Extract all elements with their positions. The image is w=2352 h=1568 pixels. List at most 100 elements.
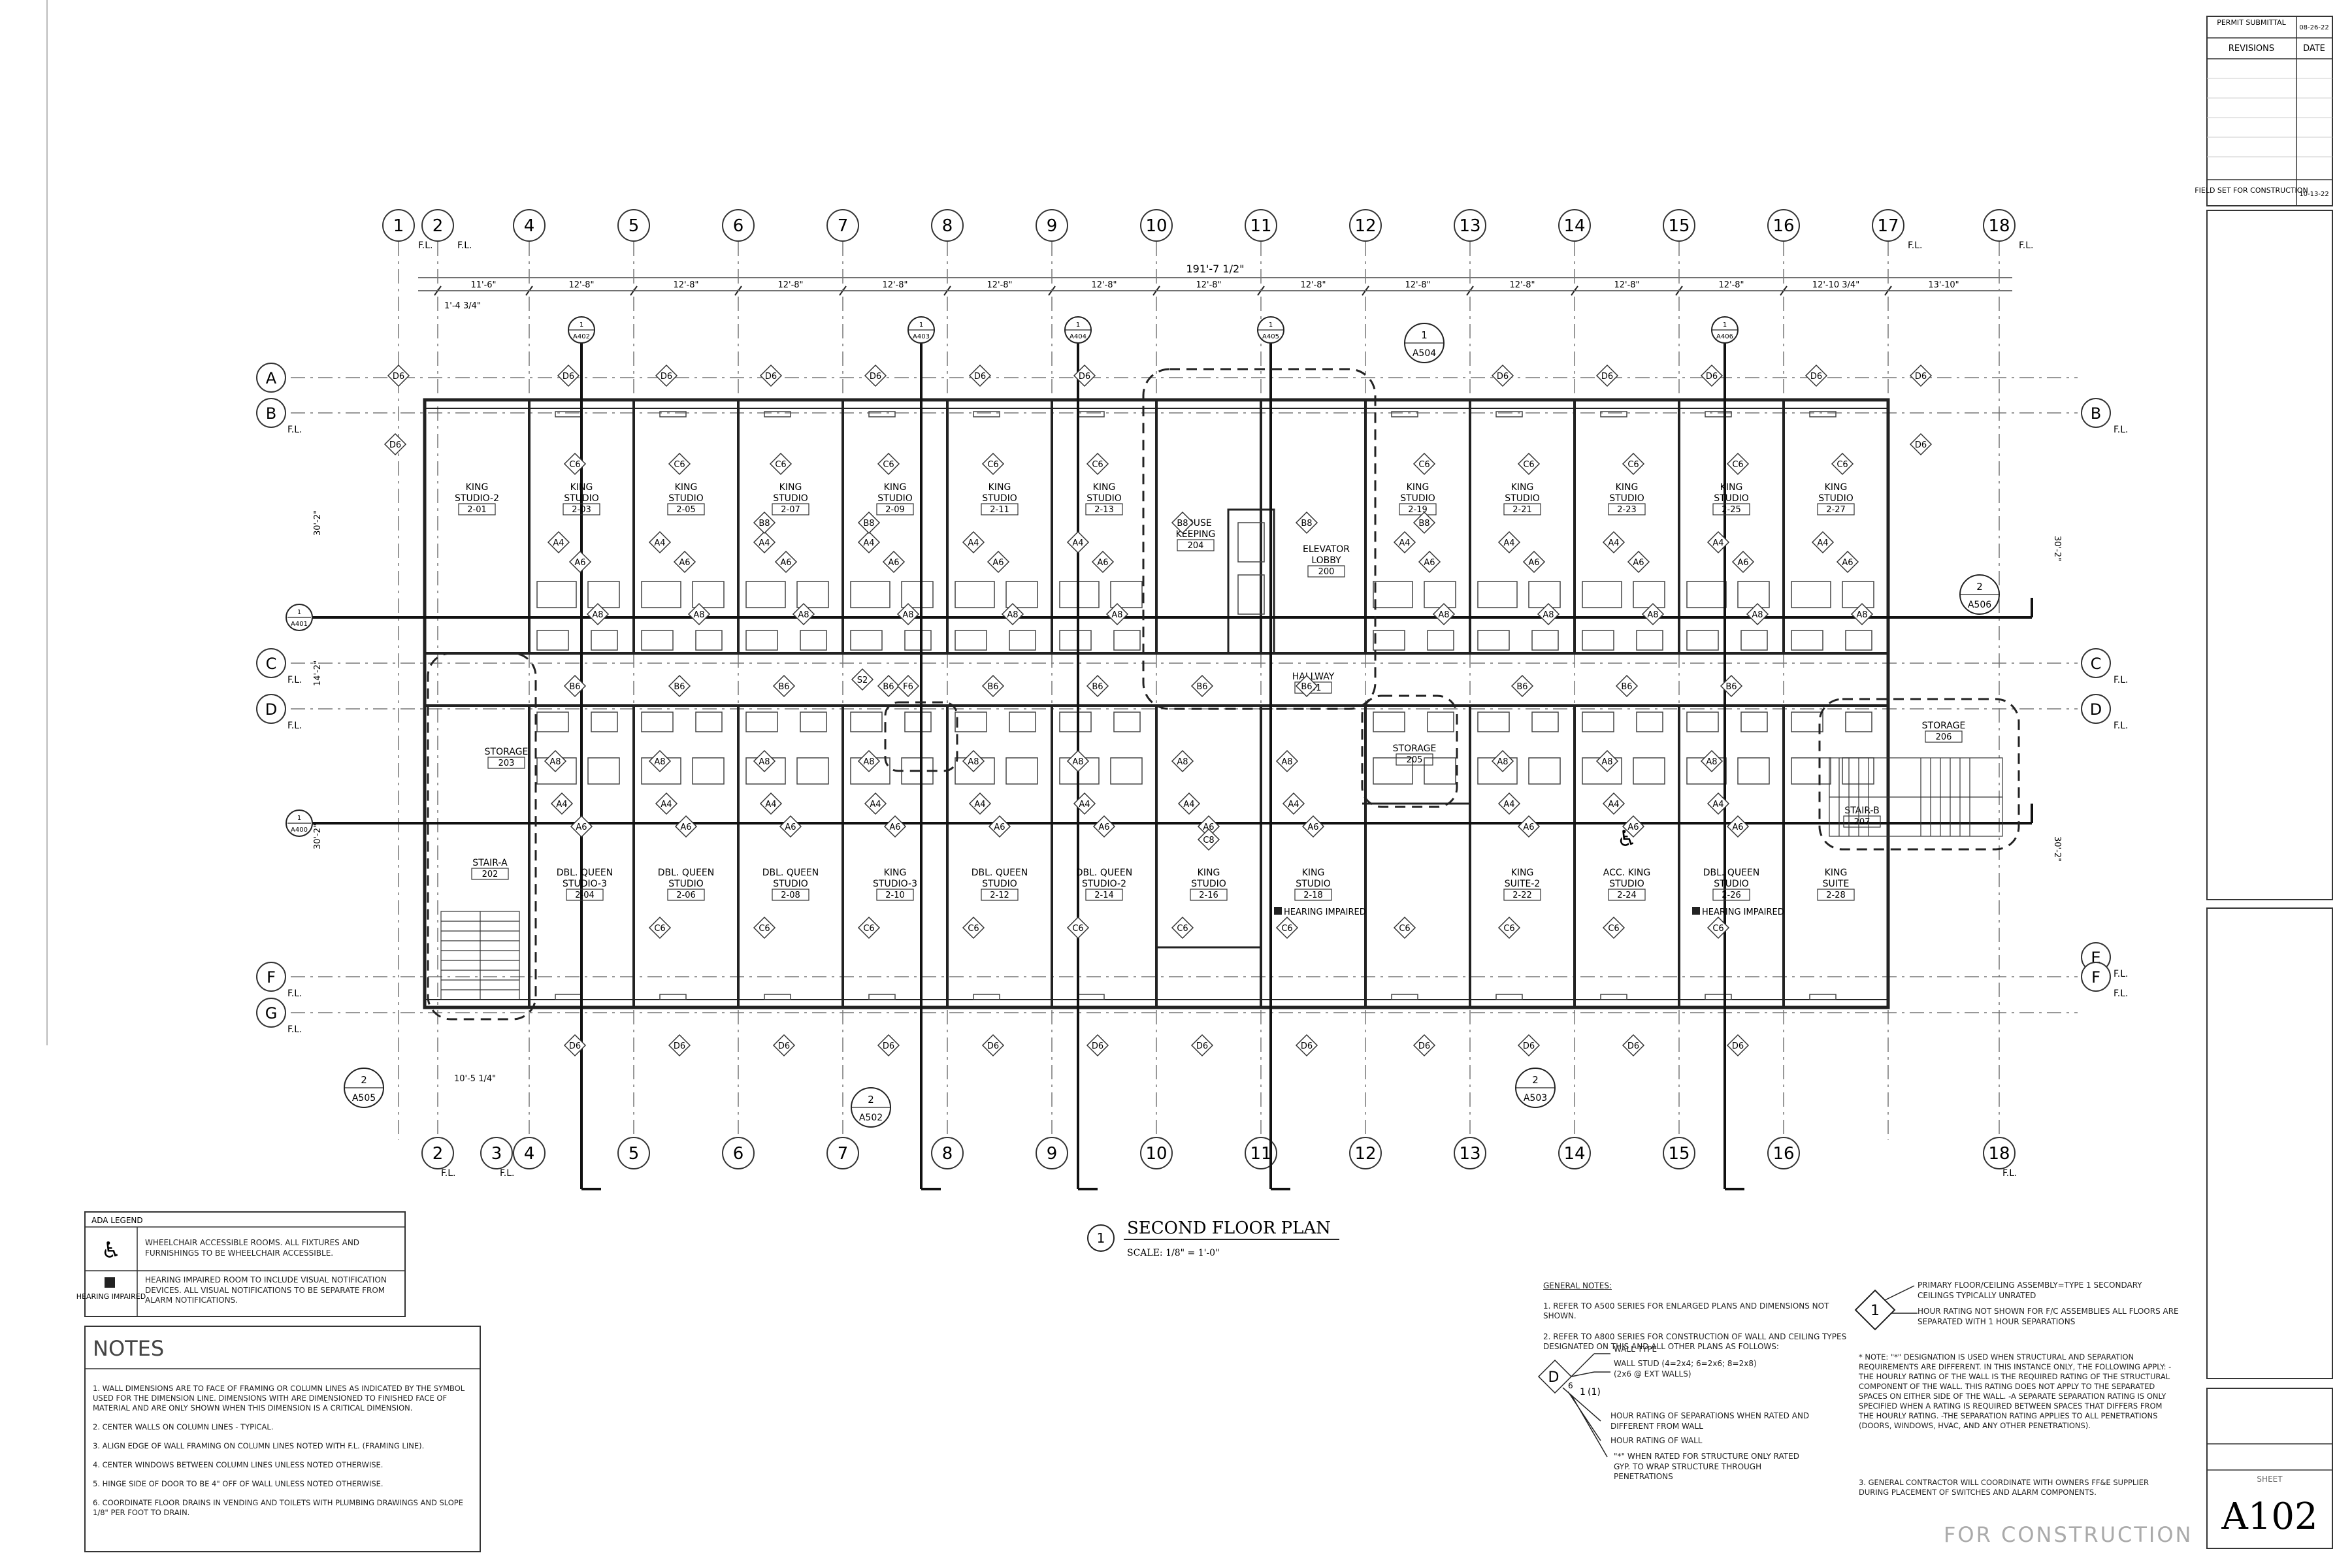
wall-tag-label: D6 (1627, 1041, 1639, 1051)
wall-tag-diamond (759, 364, 783, 387)
column-dimension: 12'-8" (1196, 280, 1221, 290)
wall-tag-label: D6 (563, 372, 574, 382)
wall-tag-label: C6 (1523, 460, 1534, 470)
room-name-line: KING (466, 482, 489, 493)
wall-tag-label: D6 (1092, 1041, 1103, 1051)
note-item: 4. CENTER WINDOWS BETWEEN COLUMN LINES U… (93, 1460, 384, 1469)
grid-bubble-label: 15 (1668, 216, 1690, 236)
toilet (1113, 630, 1141, 651)
toilet (1009, 711, 1036, 732)
toilet (800, 630, 827, 651)
framing-line-note: F.L. (287, 721, 302, 731)
wall-tag-diamond (1282, 792, 1305, 815)
grid-bubble-label: 4 (524, 216, 535, 236)
room-number: 2-06 (676, 890, 696, 900)
section-marker-number: 1 (297, 609, 301, 616)
room-name-line: STORAGE (1393, 743, 1437, 754)
wall-tag-label: D6 (883, 1041, 894, 1051)
row-bubble (256, 962, 286, 992)
closet (536, 630, 569, 651)
hour-assembly-note: HOUR RATING NOT SHOWN FOR F/C ASSEMBLIES… (1918, 1307, 2179, 1326)
wall-tag-diamond (987, 550, 1010, 574)
row-bubble-label: A (266, 369, 277, 387)
room-number: 2-23 (1617, 505, 1637, 515)
dimension-string (418, 277, 2012, 291)
wall-tag-label: D6 (1915, 440, 1927, 450)
wall-tag-diamond (1497, 916, 1521, 939)
window (1077, 411, 1105, 417)
wall-tag-label: A8 (1647, 610, 1658, 620)
room-name-line: KING (1198, 868, 1220, 878)
for-construction-stamp: FOR CONSTRUCTION (1944, 1522, 2193, 1547)
wall-tag-label: A4 (1712, 538, 1723, 548)
wall-tag-diamond (753, 511, 776, 534)
wall-tag-diamond (1301, 815, 1325, 838)
wall-tag-diamond (759, 792, 783, 815)
wall-tag-diamond (877, 452, 900, 476)
toilet (1113, 711, 1141, 732)
room-name-line: KING (1407, 482, 1429, 493)
wall-tag-diamond (1171, 511, 1194, 534)
hour-wall-label: HOUR RATING OF WALL (1610, 1436, 1703, 1445)
wall-tag-label: A8 (1752, 610, 1763, 620)
wall-tag-label: C6 (1503, 924, 1514, 934)
framing-line-note: F.L. (2114, 721, 2129, 731)
window (1600, 994, 1627, 1000)
framing-line-note: F.L. (2114, 988, 2129, 999)
wall-tag-label: A8 (592, 610, 603, 620)
wall-tag-diamond (1418, 550, 1441, 574)
toilet (1427, 630, 1454, 651)
wall-tag-label: D6 (1706, 372, 1718, 382)
wall-tag-diamond (1707, 916, 1730, 939)
grid-bubble (1983, 209, 2016, 242)
wall-tag-diamond (1909, 433, 1933, 456)
wheelchair-icon: ♿ (101, 1237, 121, 1264)
grid-bubble-label: 15 (1668, 1144, 1690, 1164)
room-number: 2-25 (1722, 505, 1741, 515)
grid-bubble-label: 2 (433, 216, 444, 236)
grid-bubble-label: 11 (1250, 216, 1271, 236)
wall-tag-diamond (1066, 531, 1090, 554)
general-notes-title: GENERAL NOTES: (1543, 1281, 1612, 1290)
wall-tag-diamond (968, 364, 992, 387)
closet (745, 630, 778, 651)
wall-tag-label: A6 (780, 558, 791, 568)
wall-tag-label: A8 (863, 757, 874, 767)
detail-callout-sheet: A506 (1968, 600, 1991, 610)
window (555, 994, 582, 1000)
row-bubble-label: C (2091, 655, 2102, 673)
grid-bubble (1245, 209, 1277, 242)
framing-line-note: F.L. (287, 675, 302, 685)
grid-bubble-label: 9 (1047, 1144, 1058, 1164)
room-name-line: STUDIO (982, 879, 1017, 889)
room-number: 2-16 (1199, 890, 1218, 900)
room-name-line: STUDIO (1400, 493, 1435, 504)
grid-bubble-label: 18 (1988, 216, 2010, 236)
room-number-box (1503, 889, 1541, 901)
wall-tag-diamond (753, 749, 776, 773)
room-number-box (563, 503, 600, 515)
grid-bubble (1767, 209, 1800, 242)
wall-tag-diamond (857, 749, 881, 773)
room-number-box (471, 868, 509, 880)
wall-tag-diamond (655, 792, 678, 815)
vanity (1005, 757, 1038, 785)
closet (1686, 711, 1719, 732)
general-note-2: 2. REFER TO A800 SERIES FOR CONSTRUCTION… (1543, 1331, 1847, 1352)
vanity (796, 757, 829, 785)
room-name-line: STUDIO (877, 493, 913, 504)
framing-line-note: F.L. (2114, 675, 2129, 685)
grid-bubble (1454, 1137, 1486, 1169)
grid-bubble (1349, 1137, 1382, 1169)
room-name-line: STUDIO-2 (1082, 879, 1126, 889)
elevator-car (1237, 574, 1265, 615)
wall-tag-diamond (687, 602, 711, 626)
dimension-text: 30'-2" (313, 824, 323, 849)
row-bubble (256, 998, 286, 1028)
hearing-impaired-label: HEARING IMPAIRED (1702, 907, 1784, 917)
grid-bubble (513, 209, 546, 242)
